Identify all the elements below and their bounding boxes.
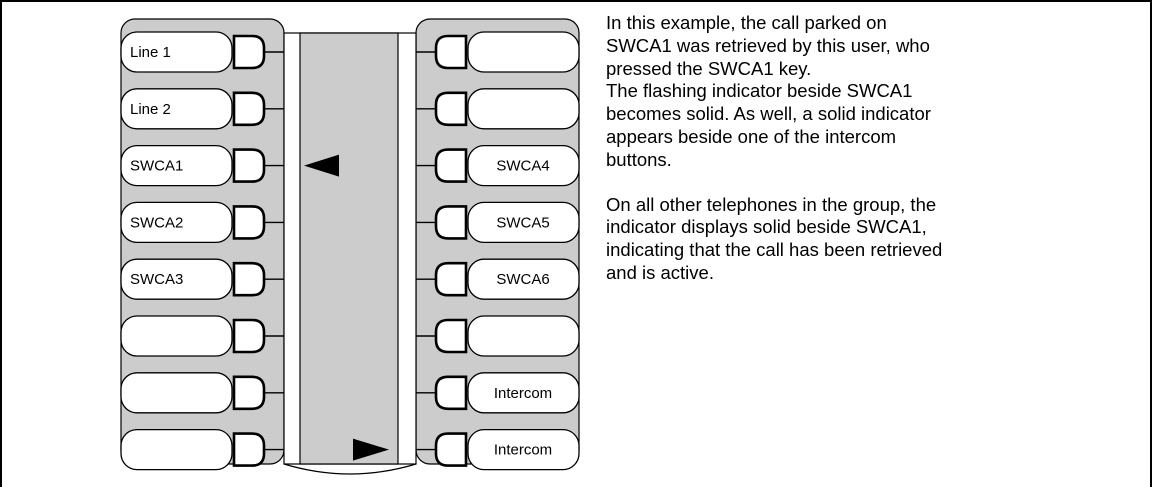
right-key xyxy=(467,31,580,73)
right-key-label: Intercom xyxy=(494,385,552,402)
left-indicator-button xyxy=(232,261,266,297)
left-key xyxy=(120,428,233,471)
right-indicator-button xyxy=(434,375,468,411)
indicators xyxy=(304,154,389,461)
desc-line-1: In this example, the call parked on xyxy=(606,12,887,33)
right-indicator-button xyxy=(434,205,468,240)
desc-line-4: The flashing indicator beside SWCA1 xyxy=(606,80,913,102)
left-key-label: SWCA3 xyxy=(130,271,183,288)
right-key xyxy=(467,372,580,414)
left-indicator-button xyxy=(232,375,266,411)
right-key xyxy=(467,144,580,187)
left-key xyxy=(120,201,233,244)
right-indicator-button xyxy=(434,261,468,297)
display-strip xyxy=(299,32,399,465)
left-key xyxy=(120,258,233,300)
button-row: Line 2 xyxy=(120,88,580,130)
desc-line-2: SWCA1 was retrieved by this user, who xyxy=(606,34,930,56)
right-key-label: SWCA4 xyxy=(496,158,549,175)
left-indicator-button xyxy=(232,148,266,183)
button-row: SWCA1 SWCA4 xyxy=(120,144,580,187)
description-text: In this example, the call parked on SWCA… xyxy=(606,12,1136,285)
left-indicator-button xyxy=(232,205,266,240)
left-solid-indicator xyxy=(304,154,339,177)
right-key xyxy=(467,315,580,357)
right-key-label: SWCA5 xyxy=(496,214,549,231)
desc-line-7: buttons. xyxy=(606,148,672,170)
left-indicator-button xyxy=(232,318,266,354)
right-solid-indicator xyxy=(353,438,389,461)
right-key-label: Intercom xyxy=(494,442,552,459)
left-indicator-button xyxy=(232,91,266,127)
button-row: SWCA2 SWCA5 xyxy=(120,201,580,244)
right-key xyxy=(467,428,580,471)
right-indicator-button xyxy=(434,91,468,127)
desc-line-10: indicating that the call has been retrie… xyxy=(606,239,943,261)
right-key xyxy=(467,258,580,300)
desc-line-3: pressed the SWCA1 key. xyxy=(606,57,812,79)
button-row: SWCA3 SWCA6 xyxy=(120,258,580,300)
left-indicator-button xyxy=(232,432,266,467)
left-key-label: SWCA1 xyxy=(130,158,183,175)
button-row: Intercom xyxy=(120,372,580,414)
right-indicator-button xyxy=(434,34,468,70)
left-indicator-button xyxy=(232,34,266,70)
button-row: Intercom xyxy=(120,428,580,471)
housing-curve xyxy=(283,463,417,475)
left-key xyxy=(120,144,233,187)
button-row: Line 1 xyxy=(120,31,580,73)
left-key xyxy=(120,372,233,414)
desc-line-9: indicator displays solid beside SWCA1, xyxy=(606,216,927,238)
desc-line-11: and is active. xyxy=(606,261,714,283)
desc-line-6: appears beside one of the intercom xyxy=(606,125,897,147)
desc-line-5: becomes solid. As well, a solid indicato… xyxy=(606,103,931,125)
desc-line-8: On all other telephones in the group, th… xyxy=(606,193,937,215)
left-key-label: SWCA2 xyxy=(130,214,183,231)
right-key xyxy=(467,201,580,244)
left-key-label: Line 2 xyxy=(130,101,171,118)
left-key-label: Line 1 xyxy=(130,44,171,61)
right-key xyxy=(467,88,580,130)
right-indicator-button xyxy=(434,148,468,183)
right-indicator-button xyxy=(434,432,468,467)
button-row xyxy=(120,315,580,357)
right-indicator-button xyxy=(434,318,468,354)
left-key xyxy=(120,31,233,73)
left-key xyxy=(120,88,233,130)
left-key xyxy=(120,315,233,357)
right-key-label: SWCA6 xyxy=(496,271,549,288)
